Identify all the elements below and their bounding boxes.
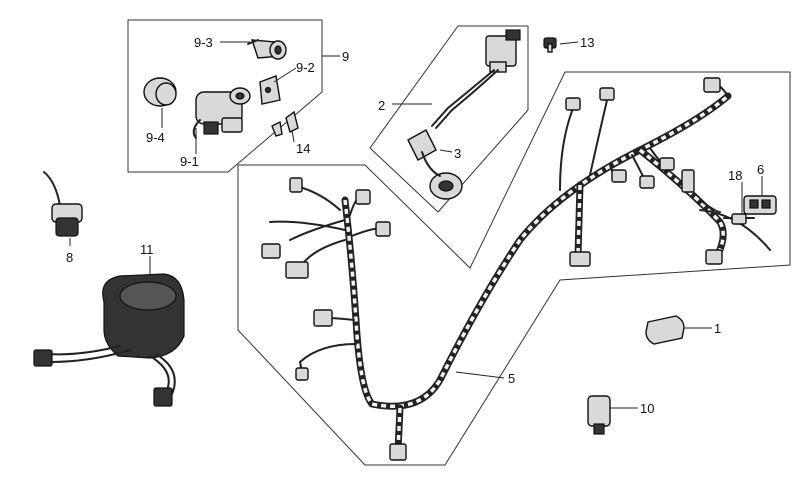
callout-9-3: 9-3 (194, 35, 213, 50)
cap-1 (645, 315, 685, 345)
ignition-switch-body (192, 87, 251, 139)
callout-1: 1 (714, 321, 721, 336)
callout-18: 18 (728, 168, 742, 183)
handlebar-switch-11 (33, 273, 185, 407)
sensor-8 (43, 171, 83, 237)
seat-lock-cylinder (247, 39, 287, 60)
callout-3: 3 (454, 146, 461, 161)
callout-9: 9 (342, 49, 349, 64)
callout-11: 11 (140, 242, 154, 257)
callout-2: 2 (378, 98, 385, 113)
leader-lines (69, 41, 763, 409)
lock-cover (143, 77, 177, 107)
callout-14: 14 (296, 141, 310, 156)
fuse-18 (723, 213, 755, 225)
callout-5: 5 (508, 371, 515, 386)
main-wiring-harness (261, 77, 771, 461)
screw-14 (271, 110, 299, 137)
bulb-socket-10 (587, 395, 611, 435)
callout-10: 10 (640, 401, 654, 416)
callout-13: 13 (580, 35, 594, 50)
lock-bracket (259, 75, 281, 105)
callout-9-2: 9-2 (296, 60, 315, 75)
callout-6: 6 (757, 162, 764, 177)
callout-8: 8 (66, 250, 73, 265)
coil-group-frame (369, 25, 529, 213)
spark-plug-cap (407, 129, 463, 200)
ignition-coil (431, 29, 521, 129)
callout-9-4: 9-4 (146, 130, 165, 145)
relay-6 (743, 195, 777, 215)
callout-9-1: 9-1 (180, 154, 199, 169)
harness-group-frame (237, 71, 791, 466)
bolt-13 (543, 37, 557, 53)
